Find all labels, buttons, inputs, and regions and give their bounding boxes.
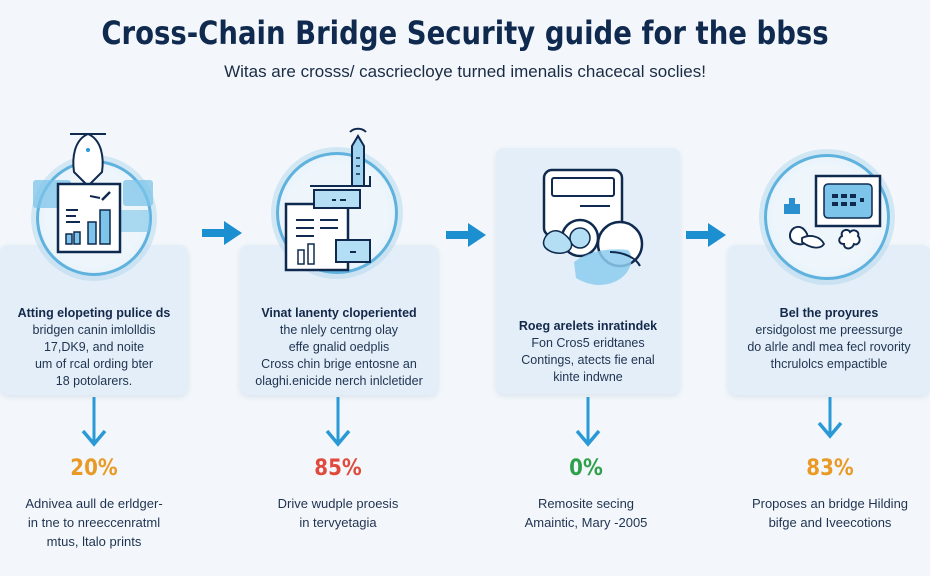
step-1-line-2: bridgen canin imlolldis xyxy=(32,323,156,337)
step-4-text: Bel the proyures ersidgolost me preessur… xyxy=(728,305,930,373)
monitor-wave-icon xyxy=(542,168,644,285)
step-4-line-4: thcrulolcs empactible xyxy=(770,357,888,371)
stat-desc-2: Drive wudple proesis in tervyetagia xyxy=(248,494,428,532)
arrow-right-icon xyxy=(446,223,486,247)
stat-desc-4: Proposes an bridge Hilding bifge and Ive… xyxy=(730,494,930,532)
screen-network-icon xyxy=(784,174,882,250)
stat-1-desc-line-2: in tne to nreeccenratml xyxy=(27,515,161,530)
stat-1-desc-line-1: Adnivea aull de erldger- xyxy=(25,496,163,511)
step-2-line-3: effe gnalid oedplis xyxy=(288,340,390,354)
document-tower-icon xyxy=(284,127,371,272)
stat-value-4: 83% xyxy=(806,456,854,481)
page-title: Cross-Chain Bridge Security guide for th… xyxy=(101,14,829,52)
stat-value-2: 85% xyxy=(314,456,362,481)
step-3-text: Roeg arelets inratindek Fon Cros5 eridta… xyxy=(496,318,680,386)
step-2-line-4: Cross chin brige entosne an xyxy=(261,357,417,371)
step-3-line-3: Contings, atects fie enal xyxy=(521,353,655,367)
step-2-line-5: olaghi.enicide nerch inlcletider xyxy=(255,374,423,388)
stat-3-desc-line-1: Remosite secing xyxy=(537,496,635,511)
arrow-down-icon xyxy=(81,397,107,447)
page-subtitle: Witas are crosss/ cascriecloye turned im… xyxy=(224,62,706,81)
stat-value-1: 20% xyxy=(70,456,118,481)
report-chart-icon xyxy=(33,132,153,254)
step-1-line-5: 18 potolarers. xyxy=(55,374,133,388)
step-2-text: Vinat lanenty cloperiented the nlely cen… xyxy=(240,305,438,390)
stat-desc-3: Remosite secing Amaintic, Mary -2005 xyxy=(496,494,676,532)
step-card-4: Bel the proyures ersidgolost me preessur… xyxy=(728,245,930,395)
step-1-text: Atting elopeting pulice ds bridgen canin… xyxy=(0,305,188,390)
stat-4-desc-line-1: Proposes an bridge Hilding xyxy=(751,496,909,511)
step-3-line-4: kinte indwne xyxy=(553,370,623,384)
stat-2-desc-line-2: in tervyetagia xyxy=(299,515,377,530)
step-2-line-1: Vinat lanenty cloperiented xyxy=(261,306,417,320)
step-2-line-2: the nlely centrng olay xyxy=(279,323,399,337)
stat-1-desc-line-3: mtus, ltalo prints xyxy=(46,534,142,549)
step-4-line-2: ersidgolost me preessurge xyxy=(755,323,903,337)
stat-2-desc-line-1: Drive wudple proesis xyxy=(277,496,399,511)
step-1-line-3: 17,DK9, and noite xyxy=(43,340,145,354)
stat-4-desc-line-2: bifge and Iveecotions xyxy=(768,515,892,530)
step-3-line-2: Fon Cros5 eridtanes xyxy=(531,336,645,350)
step-4-line-3: do alrle andl mea fecl rovority xyxy=(747,340,911,354)
step-1-line-4: um of rcal ording bter xyxy=(34,357,154,371)
arrow-right-icon xyxy=(686,223,726,247)
step-1-line-1: Atting elopeting pulice ds xyxy=(17,306,171,320)
arrow-right-icon xyxy=(202,221,242,245)
arrow-down-icon xyxy=(325,397,351,447)
stat-desc-1: Adnivea aull de erldger- in tne to nreec… xyxy=(4,494,184,551)
step-4-line-1: Bel the proyures xyxy=(779,306,879,320)
stat-3-desc-line-2: Amaintic, Mary -2005 xyxy=(524,515,648,530)
step-3-line-1: Roeg arelets inratindek xyxy=(518,319,658,333)
stat-value-3: 0% xyxy=(569,456,603,481)
arrow-down-icon xyxy=(817,397,843,439)
arrow-down-icon xyxy=(575,397,601,447)
